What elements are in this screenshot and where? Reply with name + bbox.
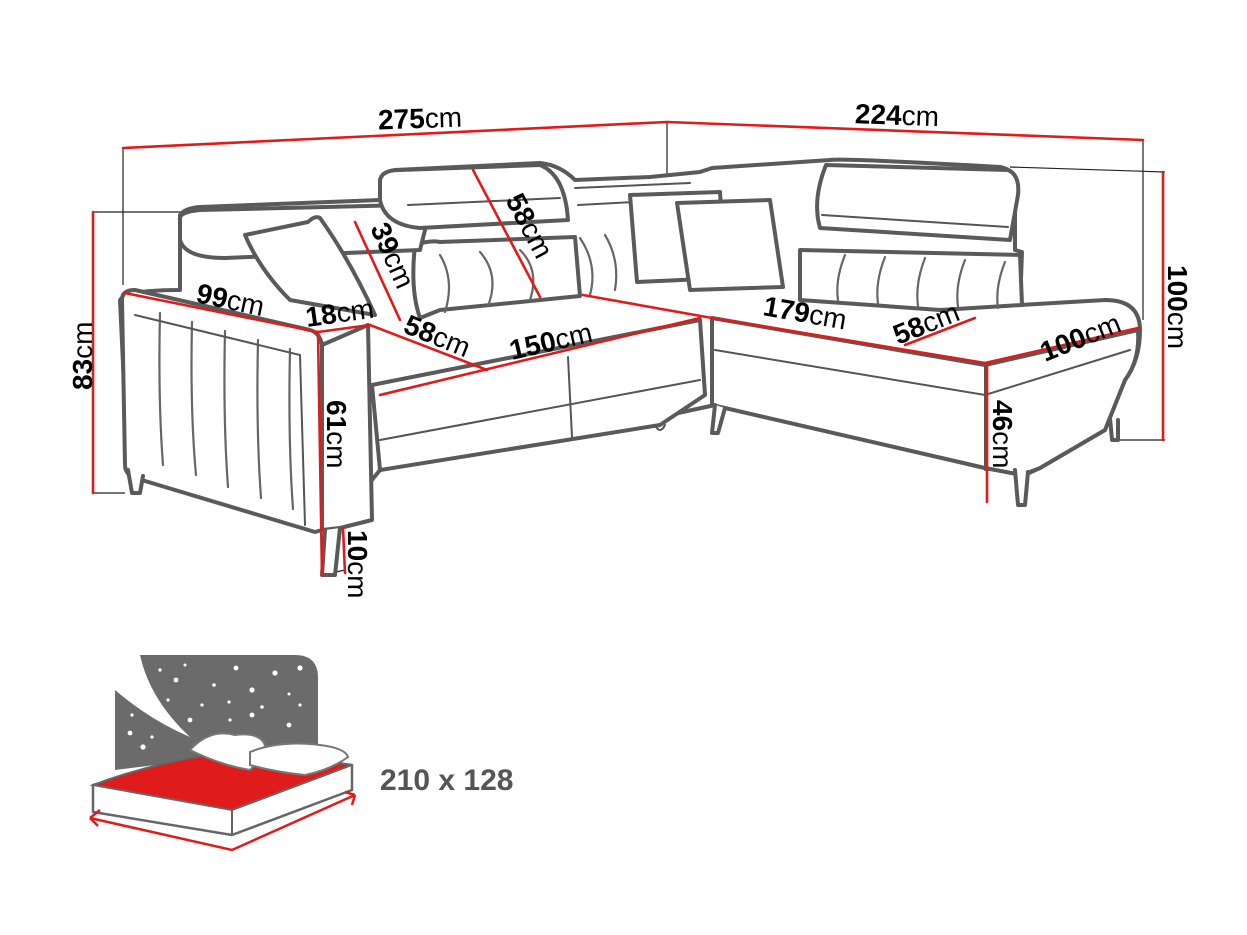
sofa-leg xyxy=(1013,468,1030,507)
label-armrest-width: 18cm xyxy=(304,293,376,333)
left-throw-pillow xyxy=(243,215,377,317)
label-armrest-depth: 99cm xyxy=(194,278,267,323)
dimension-lines xyxy=(91,120,1165,577)
label-total-width-right: 224cm xyxy=(854,98,939,132)
sofa-drawing xyxy=(118,157,1142,577)
label-leg-height: 10cm xyxy=(342,530,373,598)
center-headrest xyxy=(378,163,570,230)
label-total-width-left: 275cm xyxy=(378,102,463,136)
sleeping-area-size: 210 x 128 xyxy=(380,764,513,797)
label-total-height-left: 83cm xyxy=(67,322,98,390)
center-throw-pillow-2 xyxy=(675,198,785,292)
sofa-leg xyxy=(320,526,342,577)
label-seat-height: 46cm xyxy=(987,400,1018,468)
extension-lines xyxy=(93,122,1166,576)
right-headrest xyxy=(815,163,1021,242)
label-total-height-right: 100cm xyxy=(1162,265,1193,349)
sofa-leg xyxy=(710,403,727,435)
bed-with-night-sky-icon xyxy=(89,655,357,852)
stars xyxy=(127,663,303,750)
sofa-leg xyxy=(126,468,145,495)
sofa-leg xyxy=(1108,416,1120,442)
label-armrest-height: 61cm xyxy=(321,400,352,468)
